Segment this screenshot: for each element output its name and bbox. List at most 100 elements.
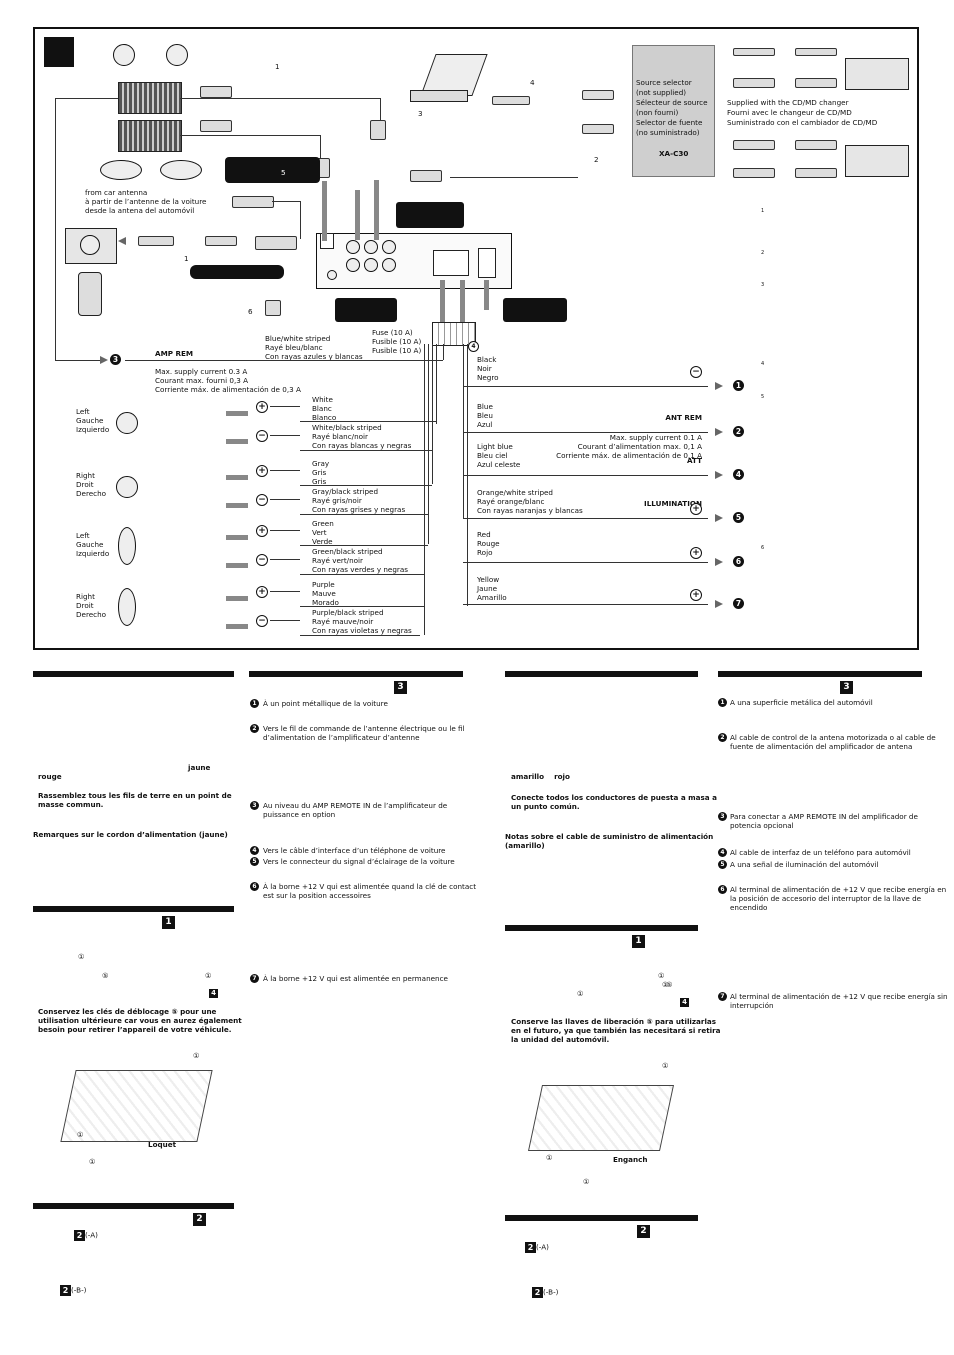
list-text: est sur la position accessoires [263,891,371,900]
callout-circle: 2 [733,426,744,437]
arrow-icon [226,475,248,480]
wire-color-label: Bleu ciel [477,451,508,460]
fr-keys: besoin pour retirer l’appareil de votre … [38,1025,232,1034]
list-number: 1 [718,698,727,707]
wire-color-label: Con rayas naranjas y blancas [477,506,583,515]
list-text: Al cable de control de la antena motoriz… [730,733,936,742]
amp-rem-current: Courant max. fourni 0,3 A [155,376,248,385]
label-box [335,298,397,322]
selector-line: Selector de fuente [636,118,703,127]
wire-color-label: Gris [312,468,327,477]
es-notes-title: (amarillo) [505,841,545,850]
label-box [396,202,464,228]
oval-speaker-icon [118,527,136,565]
supply-current-line: Max. supply current 0.1 A [609,433,702,442]
fr-jaune: jaune [188,763,211,772]
arrow-icon [226,563,248,568]
wire [270,470,300,472]
section-number: 3 [394,681,407,694]
section-bar [505,671,698,677]
rca-plug-icon [795,78,837,88]
minus-symbol: − [256,615,268,627]
fig-ref: 2(-A) [525,1242,549,1253]
wire-color-label: Blanco [312,413,337,422]
fuse-line: Fuse (10 A) [372,328,413,337]
unit-removal-illustration [527,1085,675,1151]
antenna-line: desde la antena del automóvil [85,206,195,215]
rca-plug-icon [255,236,297,250]
rca-plug-icon [733,140,775,150]
plus-symbol: + [690,547,702,559]
arrow-icon [226,624,248,629]
wire-color-label: Con rayas grises y negras [312,505,406,514]
speaker-side-label: Gauche [76,416,104,425]
wire [270,620,300,622]
remote-sensor-icon [78,272,102,316]
wire-color-label: Yellow [477,575,500,584]
list-text: fuente de alimentación del amplificador … [730,742,913,751]
list-text: À un point métallique de la voiture [263,699,388,708]
circle-ref: ① [77,1130,84,1139]
wire [463,518,708,520]
fr-rouge: rouge [38,772,62,781]
list-text: Para conectar a AMP REMOTE IN del amplif… [730,812,918,821]
wire-color-label: White/black striped [312,423,382,432]
wire [428,344,430,544]
fr-notes-title: Remarques sur le cordon d’alimentation (… [33,830,228,839]
list-text: Al terminal de alimentación de +12 V que… [730,885,947,894]
remote-jack-icon [327,270,337,280]
speaker-side-label: Left [76,407,90,416]
tweeter-icon [166,44,188,66]
speaker-icon [116,412,138,434]
selector-line: (non fourni) [636,108,679,117]
wire [424,344,426,635]
wire [463,562,708,564]
speaker-side-label: Droit [76,480,94,489]
plus-symbol: + [256,401,268,413]
fig-ref-text: (-A) [536,1242,549,1252]
cdmd-supplied-line: Suministrado con el cambiador de CD/MD [727,118,878,127]
circle-ref: ① [662,1061,669,1070]
callout-number: 6 [248,307,253,316]
list-number: 1 [250,699,259,708]
rca-plug-icon [138,236,174,246]
plus-symbol: + [256,465,268,477]
fuse-line: Fusible (10 A) [372,337,422,346]
circle-ref: ① [193,1051,200,1060]
disc-player-icon [410,90,468,102]
circle-ref: ① [78,952,85,961]
wire-color-label: Bleu [477,411,493,420]
power-connector-icon [433,250,469,276]
wire-color-label: Blue [477,402,493,411]
es-ground: un punto común. [511,802,580,811]
arrow-icon [715,471,723,479]
list-text: Vers le fil de commande de l’antenne éle… [263,724,465,733]
fuse-line: Fusible (10 A) [372,346,422,355]
enganch-label: Enganch [613,1155,648,1164]
gray-wire [484,280,489,310]
fr-keys: utilisation ultérieure car vous en aurez… [38,1016,242,1025]
note-number: 6 [761,545,765,551]
callout-circle: 5 [733,512,744,523]
speaker-side-label: Izquierdo [76,425,110,434]
rca-plug-icon [733,78,775,88]
section-bar [33,906,234,912]
fig-ref: 2(-A) [74,1230,98,1241]
list-number: 3 [250,801,259,810]
selector-line: (not supplied) [636,88,687,97]
speaker-side-label: Derecho [76,610,107,619]
supply-current-line: Corriente máx. de alimentación de 0,1 A [556,451,702,460]
rca-plug-icon [795,140,837,150]
list-number: 5 [250,857,259,866]
arrow-icon [715,558,723,566]
list-text: potencia opcional [730,821,794,830]
callout-number: 5 [281,168,286,177]
label-box [190,265,284,279]
note-number: 2 [761,250,765,256]
fig-ref-text: (-B-) [543,1287,559,1297]
wire [270,591,300,593]
selector-line: Sélecteur de source [636,98,708,107]
speaker-side-label: Derecho [76,489,107,498]
wire [300,606,424,608]
fig-ref-text: (-A) [85,1230,98,1240]
